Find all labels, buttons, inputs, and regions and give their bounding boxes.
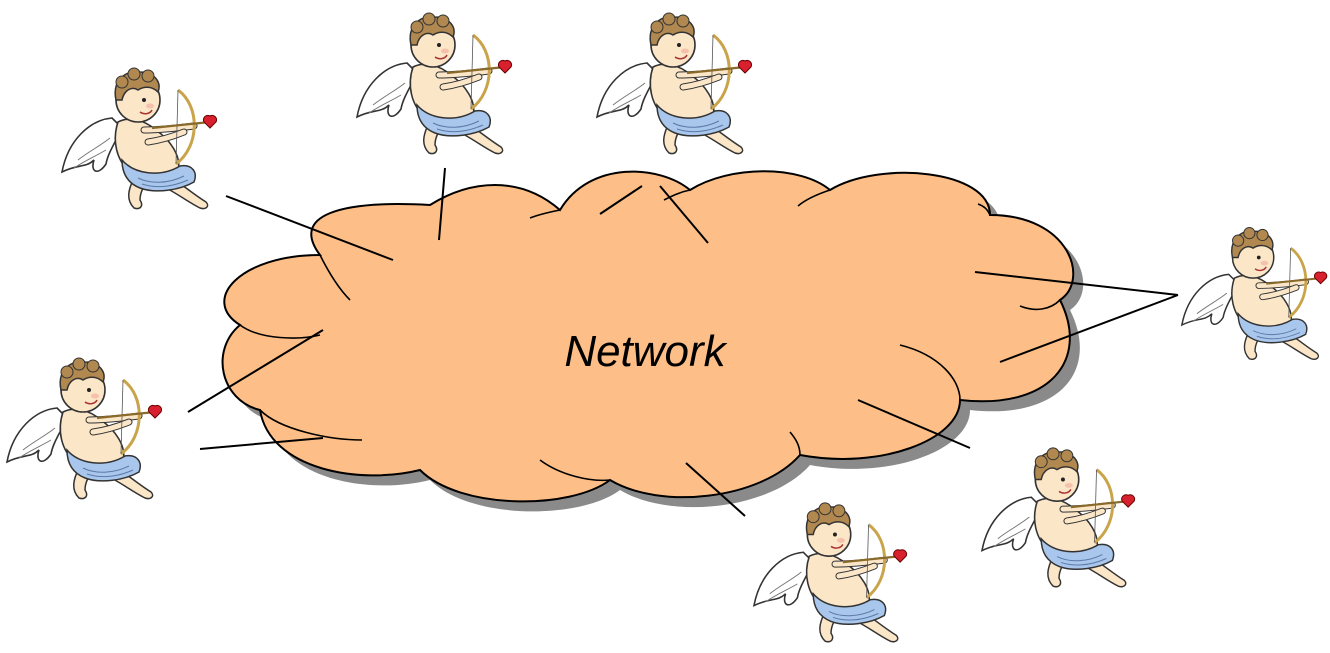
connection-line [974,271,1179,296]
cupid-right [1182,228,1327,360]
cupid-icon [754,503,907,642]
network-label: Network [564,327,727,376]
connection-line [659,185,709,244]
connection-line [685,462,746,517]
connection-line [187,329,324,413]
connection-line [857,399,971,449]
cupid-bottom-center [754,503,907,642]
cupid-icon [62,68,217,209]
connection-line [999,294,1179,363]
cupid-top-right [597,13,752,154]
connection-line [599,185,643,215]
cupid-icon [7,358,162,499]
cupid-top-center [357,13,512,154]
cupid-icon [597,13,752,154]
cupid-bottom-right [982,448,1135,587]
cupid-left [7,358,162,499]
cupid-icon [357,13,512,154]
cupid-top-left [62,68,217,209]
network-cloud [221,170,1075,503]
cupid-icon [1182,228,1327,360]
connection-line [438,167,446,241]
connection-lines [187,167,1179,517]
cupid-icon [982,448,1135,587]
connection-line [225,195,394,261]
connection-line [199,437,324,450]
